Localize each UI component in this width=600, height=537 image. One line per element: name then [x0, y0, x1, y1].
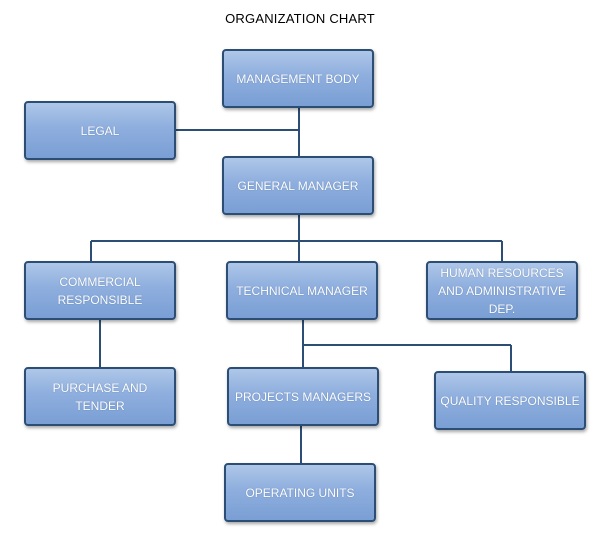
node-label: TECHNICAL MANAGER	[236, 283, 368, 298]
node-projects-managers: PROJECTS MANAGERS	[227, 367, 379, 426]
node-label: LEGAL	[80, 123, 120, 138]
chart-title: ORGANIZATION CHART	[225, 11, 375, 26]
node-label: HUMAN RESOURCES AND ADMINISTRATIVE DEP.	[438, 265, 566, 316]
node-human-resources: HUMAN RESOURCES AND ADMINISTRATIVE DEP.	[426, 261, 578, 320]
node-legal: LEGAL	[24, 101, 176, 160]
node-management-body: MANAGEMENT BODY	[222, 49, 374, 108]
node-general-manager: GENERAL MANAGER	[222, 156, 374, 215]
node-label: QUALITY RESPONSIBLE	[440, 393, 580, 408]
node-purchase-and-tender: PURCHASE AND TENDER	[24, 367, 176, 426]
node-quality-responsible: QUALITY RESPONSIBLE	[434, 371, 586, 430]
node-label: MANAGEMENT BODY	[236, 71, 360, 86]
node-technical-manager: TECHNICAL MANAGER	[226, 261, 378, 320]
node-label: GENERAL MANAGER	[237, 178, 359, 193]
node-operating-units: OPERATING UNITS	[224, 463, 376, 522]
node-label: PROJECTS MANAGERS	[234, 389, 372, 404]
node-commercial-responsible: COMMERCIAL RESPONSIBLE	[24, 261, 176, 320]
node-label: OPERATING UNITS	[245, 485, 355, 500]
node-label: PURCHASE AND TENDER	[52, 380, 148, 413]
node-label: COMMERCIAL RESPONSIBLE	[57, 274, 143, 307]
